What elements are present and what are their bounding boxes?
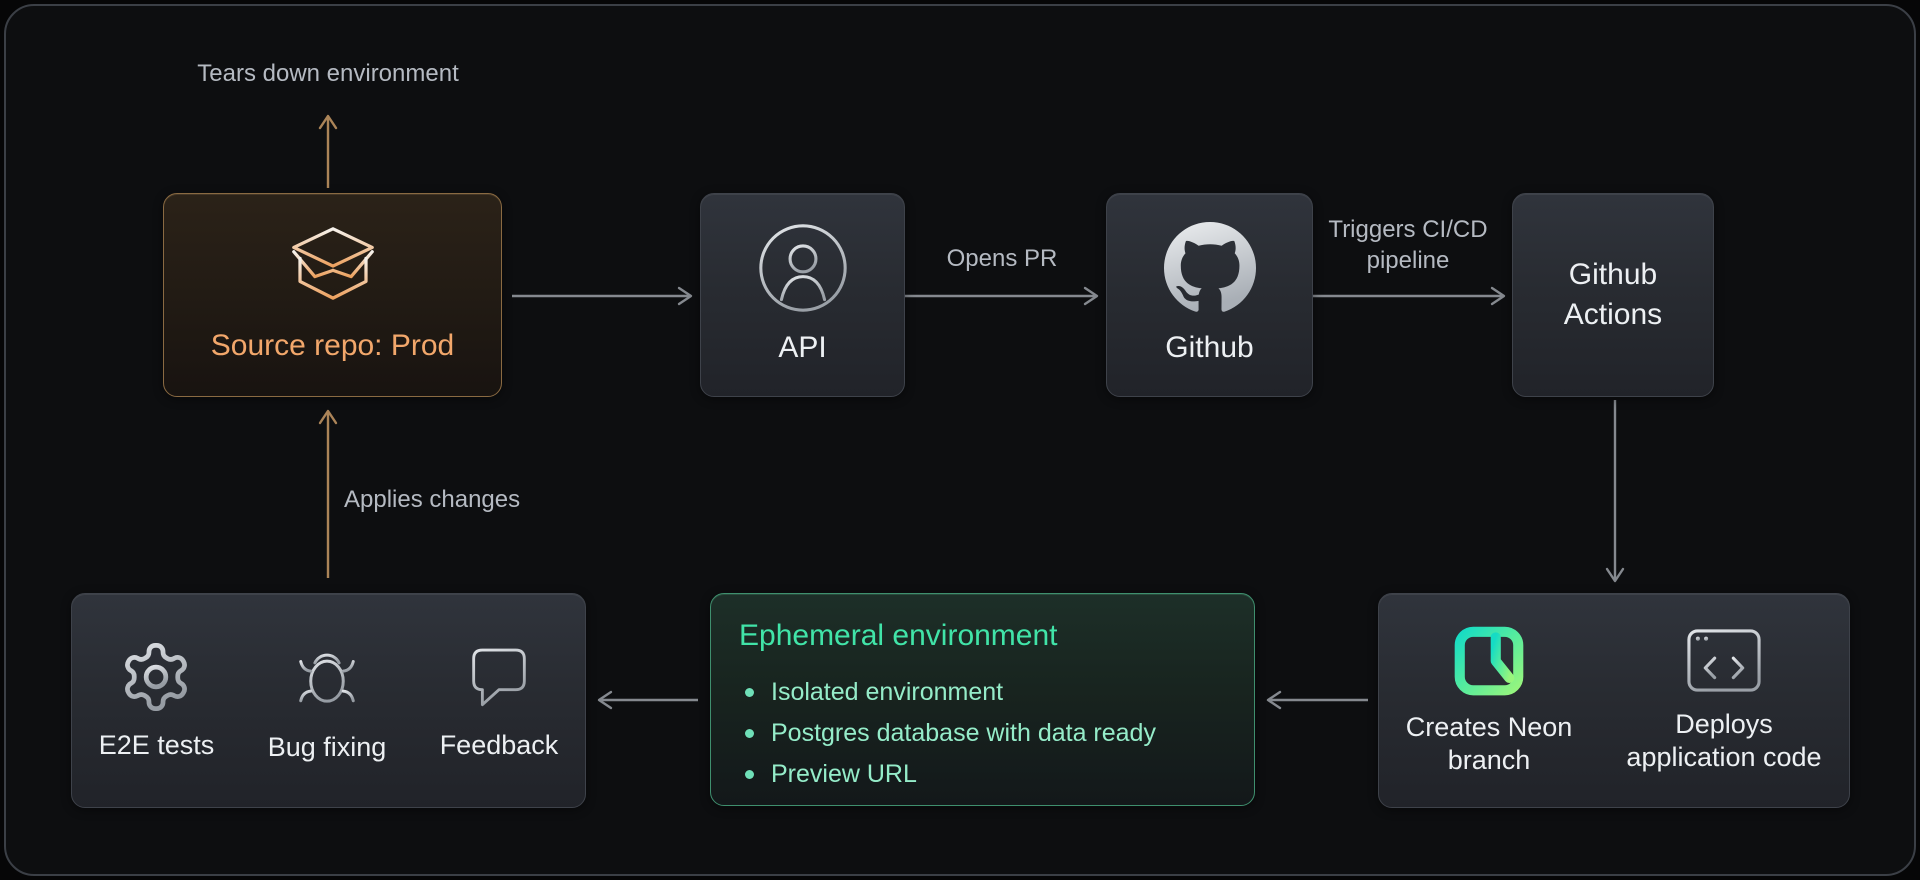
github-icon <box>1163 222 1256 312</box>
ephemeral-bullet-list: Isolated environment Postgres database w… <box>739 672 1226 795</box>
bullet-text: Preview URL <box>771 760 917 788</box>
ephemeral-bullet: Preview URL <box>739 754 1226 795</box>
deploy-item-neon: Creates Neon branch <box>1389 625 1589 777</box>
edge-label-tears-down: Tears down environment <box>197 60 459 87</box>
user-icon <box>758 224 847 312</box>
speech-bubble-icon <box>472 648 526 707</box>
ephemeral-bullet: Isolated environment <box>739 672 1226 713</box>
edge-label-applies-changes: Applies changes <box>344 486 521 513</box>
ephemeral-bullet: Postgres database with data ready <box>739 713 1226 754</box>
browser-code-icon <box>1687 629 1761 692</box>
node-label: Github Actions <box>1563 258 1663 331</box>
gear-icon <box>125 642 188 712</box>
node-source-repo: Source repo: Prod <box>163 193 502 397</box>
node-label: Github <box>1165 331 1254 364</box>
package-open-icon <box>291 227 374 300</box>
edge-label-opens-pr: Opens PR <box>946 245 1058 272</box>
validation-item-label: E2E tests <box>98 730 215 760</box>
bullet-dot <box>745 770 754 779</box>
edge-label-triggers-cicd: Triggers CI/CD pipeline <box>1328 216 1488 274</box>
node-label: Source repo: Prod <box>210 329 455 362</box>
node-api: API <box>700 193 905 397</box>
node-deploy-group: Creates Neon branch <box>1378 593 1850 808</box>
deploy-item-app-code: Deploys application code <box>1609 627 1839 774</box>
bullet-dot <box>745 729 754 738</box>
validation-item-label: Bug fixing <box>267 732 387 762</box>
node-validation-group: E2E tests <box>71 593 586 808</box>
bullet-text: Isolated environment <box>771 678 1004 706</box>
validation-item-bug: Bug fixing <box>267 637 387 764</box>
node-label: API <box>778 331 827 364</box>
validation-item-label: Feedback <box>439 730 559 760</box>
node-ephemeral-environment: Ephemeral environment Isolated environme… <box>710 593 1255 806</box>
validation-item-e2e: E2E tests <box>98 639 215 762</box>
bug-icon <box>295 653 359 703</box>
neon-icon <box>1454 626 1524 695</box>
node-github-actions: Github Actions <box>1512 193 1714 397</box>
validation-item-feedback: Feedback <box>439 639 559 762</box>
deploy-item-label: Creates Neon branch <box>1405 711 1573 775</box>
bullet-dot <box>745 688 754 697</box>
node-github: Github <box>1106 193 1313 397</box>
deploy-item-label: Deploys application code <box>1626 709 1822 772</box>
bullet-text: Postgres database with data ready <box>771 719 1156 747</box>
ephemeral-title: Ephemeral environment <box>739 619 1058 652</box>
